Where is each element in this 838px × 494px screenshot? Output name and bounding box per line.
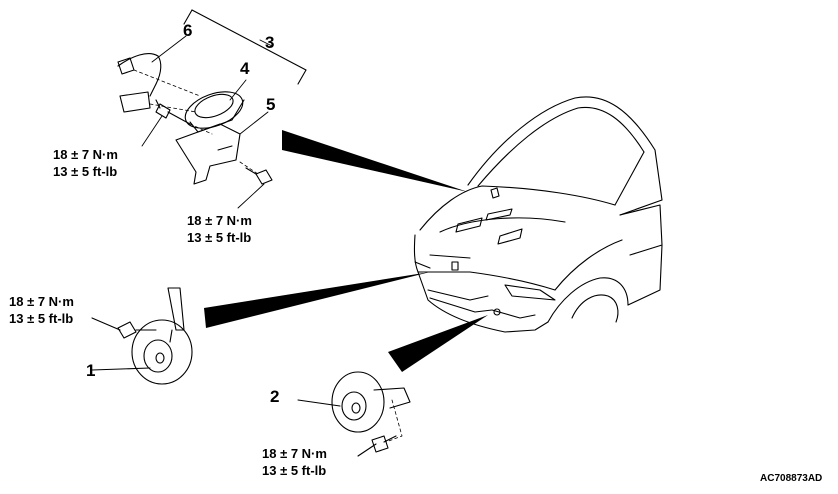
callout-3: 3 <box>265 33 275 52</box>
torque-spec-bottom: 18 ± 7 N·m 13 ± 5 ft-lb <box>262 445 327 479</box>
torque-ftlb: 13 ± 5 ft-lb <box>9 311 74 326</box>
horn-1-drawing <box>91 287 193 385</box>
horn-assembly-hood-lock <box>117 9 307 185</box>
horn-2-dashed-lines <box>385 399 403 443</box>
torque-spec-top-right: 18 ± 7 N·m 13 ± 5 ft-lb <box>187 212 252 246</box>
torque-spec-top-left: 18 ± 7 N·m 13 ± 5 ft-lb <box>53 146 118 180</box>
vehicle-front-outline <box>413 96 663 333</box>
torque-ftlb: 13 ± 5 ft-lb <box>187 230 252 245</box>
torque-nm: 18 ± 7 N·m <box>9 294 74 309</box>
figure-reference-code: AC708873AD <box>760 473 823 484</box>
torque-spec-left: 18 ± 7 N·m 13 ± 5 ft-lb <box>9 293 74 327</box>
horn-2-drawing <box>297 371 411 457</box>
location-pointers <box>204 130 488 372</box>
callout-6: 6 <box>183 21 193 40</box>
torque-ftlb: 13 ± 5 ft-lb <box>53 164 118 179</box>
torque-ftlb: 13 ± 5 ft-lb <box>262 463 327 478</box>
assembly-dashed-lines <box>133 69 259 175</box>
callout-2: 2 <box>270 387 280 406</box>
torque-nm: 18 ± 7 N·m <box>262 446 327 461</box>
callout-5: 5 <box>266 95 276 114</box>
leader-lines-top <box>141 35 273 209</box>
torque-nm: 18 ± 7 N·m <box>187 213 252 228</box>
callout-4: 4 <box>240 59 250 78</box>
torque-nm: 18 ± 7 N·m <box>53 147 118 162</box>
callout-1: 1 <box>86 361 96 380</box>
